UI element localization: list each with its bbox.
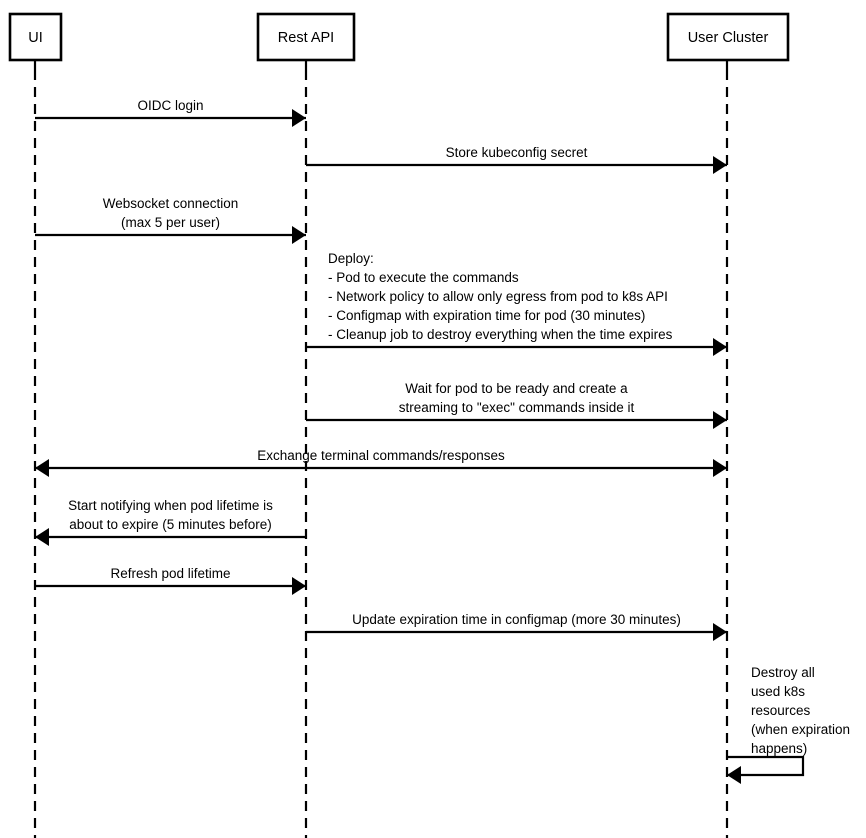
message-label-m7-line-0: Start notifying when pod lifetime is <box>68 498 273 513</box>
message-label-m3-line-0: Websocket connection <box>103 196 239 211</box>
self-message-label-s1-line-0: Destroy all <box>751 665 815 680</box>
arrowhead-right-m3 <box>292 226 306 244</box>
participant-restapi: Rest API <box>256 12 356 62</box>
arrowhead-right-m4 <box>713 338 727 356</box>
arrowhead-right-m2 <box>713 156 727 174</box>
arrowhead-right-m5 <box>713 411 727 429</box>
arrowhead-left-m6 <box>35 459 49 477</box>
message-label-m4-line-0: Deploy: <box>328 251 374 266</box>
arrowhead-right-m9 <box>713 623 727 641</box>
participant-label-cluster: User Cluster <box>688 30 769 46</box>
arrowhead-left-s1 <box>727 766 741 784</box>
message-label-m4-line-2: - Network policy to allow only egress fr… <box>328 289 668 304</box>
self-message-path-s1 <box>727 755 805 777</box>
message-m1[interactable]: OIDC login <box>35 98 306 127</box>
message-label-m3-line-1: (max 5 per user) <box>121 215 220 230</box>
participant-cluster: User Cluster <box>666 12 790 62</box>
message-label-m4-line-4: - Cleanup job to destroy everything when… <box>328 327 673 342</box>
participant-box-restapi <box>256 12 356 62</box>
participant-ui: UI <box>8 12 63 62</box>
message-label-m5-line-1: streaming to "exec" commands inside it <box>399 400 635 415</box>
participant-label-ui: UI <box>28 30 43 46</box>
message-label-m6-line-0: Exchange terminal commands/responses <box>257 448 505 463</box>
participant-box-cluster <box>666 12 790 62</box>
message-m9[interactable]: Update expiration time in configmap (mor… <box>306 612 727 641</box>
message-m2[interactable]: Store kubeconfig secret <box>306 145 727 174</box>
message-label-m4-line-3: - Configmap with expiration time for pod… <box>328 308 645 323</box>
message-m4[interactable]: Deploy: - Pod to execute the commands - Ne… <box>306 251 727 356</box>
message-label-m7-line-1: about to expire (5 minutes before) <box>69 517 272 532</box>
self-message-label-s1-line-3: (when expiration <box>751 722 850 737</box>
message-m7[interactable]: Start notifying when pod lifetime is abou… <box>35 498 306 546</box>
message-label-m9-line-0: Update expiration time in configmap (mor… <box>352 612 681 627</box>
message-label-m8-line-0: Refresh pod lifetime <box>110 566 230 581</box>
message-label-m1-line-0: OIDC login <box>137 98 203 113</box>
self-message-label-s1-line-4: happens) <box>751 741 807 756</box>
message-label-m2-line-0: Store kubeconfig secret <box>446 145 588 160</box>
self-message-label-s1-line-1: used k8s <box>751 684 805 699</box>
message-label-m5-line-0: Wait for pod to be ready and create a <box>405 381 628 396</box>
participant-box-ui <box>8 12 63 62</box>
self-message-s1[interactable]: Destroy all used k8s resources (when expira… <box>727 665 850 784</box>
message-m3[interactable]: Websocket connection (max 5 per user) <box>35 196 306 244</box>
message-m8[interactable]: Refresh pod lifetime <box>35 566 306 595</box>
participant-label-restapi: Rest API <box>278 30 334 46</box>
message-m6[interactable]: Exchange terminal commands/responses <box>35 448 727 477</box>
message-m5[interactable]: Wait for pod to be ready and create a str… <box>306 381 727 429</box>
arrowhead-right-m1 <box>292 109 306 127</box>
self-message-label-s1-line-2: resources <box>751 703 811 718</box>
arrowhead-right-m6 <box>713 459 727 477</box>
arrowhead-left-m7 <box>35 528 49 546</box>
arrowhead-right-m8 <box>292 577 306 595</box>
message-label-m4-line-1: - Pod to execute the commands <box>328 270 519 285</box>
